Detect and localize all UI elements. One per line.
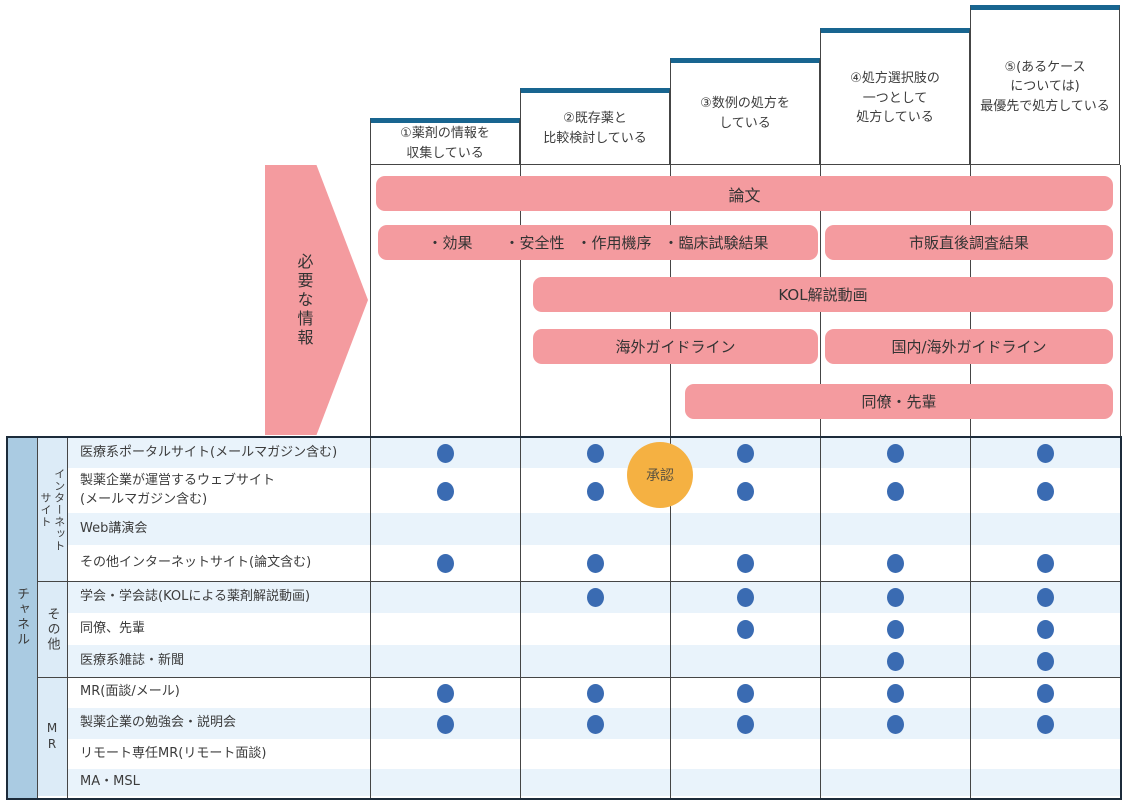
dot-marker xyxy=(437,684,454,703)
channel-header-cell: チャネル xyxy=(6,436,37,798)
dot-marker xyxy=(737,684,754,703)
dot-marker xyxy=(437,482,454,501)
table-vline xyxy=(520,436,521,798)
info-bar: KOL解説動画 xyxy=(533,277,1113,312)
dot-marker xyxy=(737,444,754,463)
table-vline xyxy=(37,436,38,798)
table-row-stripe xyxy=(38,513,1120,545)
stage-header-1: ①薬剤の情報を 収集している xyxy=(370,118,520,165)
dot-marker xyxy=(587,482,604,501)
channel-row-label: Web講演会 xyxy=(80,520,148,536)
table-row-stripe xyxy=(38,645,1120,677)
dot-marker xyxy=(1037,444,1054,463)
dot-marker xyxy=(887,715,904,734)
stage-header-4: ④処方選択肢の 一つとして 処方している xyxy=(820,28,970,165)
dot-marker xyxy=(1037,482,1054,501)
channel-row-label: 同僚、先輩 xyxy=(80,620,146,636)
stage-header-3: ③数例の処方を している xyxy=(670,58,820,165)
table-group-divider xyxy=(37,581,1120,582)
channel-row-label: 医療系ポータルサイト(メールマガジン含む) xyxy=(80,444,338,460)
channel-row-label: MR(面談/メール) xyxy=(80,684,180,700)
dot-marker xyxy=(737,715,754,734)
channel-row-label: MA・MSL xyxy=(80,774,140,790)
channel-row-label: 学会・学会誌(KOLによる薬剤解説動画) xyxy=(80,588,311,604)
required-info-arrow: 必要な情報 xyxy=(265,165,368,435)
grid-vline xyxy=(370,165,371,438)
info-bar-item: ・効果 xyxy=(427,234,473,252)
channel-group-2: MR xyxy=(37,677,67,796)
dot-marker xyxy=(887,482,904,501)
info-bar: ・効果 ・安全性・作用機序・臨床試験結果 xyxy=(378,225,818,260)
info-bar: 論文 xyxy=(376,176,1113,211)
dot-marker xyxy=(1037,554,1054,573)
info-bar: 同僚・先輩 xyxy=(685,384,1113,419)
info-bar-item: ・安全性 xyxy=(504,234,565,252)
table-row-stripe xyxy=(38,438,1120,468)
channel-row-label: リモート専任MR(リモート面談) xyxy=(80,745,267,761)
dot-marker xyxy=(1037,715,1054,734)
dot-marker xyxy=(587,444,604,463)
dot-marker xyxy=(437,715,454,734)
approval-badge: 承認 xyxy=(627,442,693,508)
dot-marker xyxy=(887,684,904,703)
info-bar: 国内/海外ガイドライン xyxy=(825,329,1113,364)
info-bar-item: ・作用機序 xyxy=(576,234,652,252)
dot-marker xyxy=(1037,684,1054,703)
channel-header-label: チャネル xyxy=(14,587,29,647)
stage-header-5: ⑤(あるケース については) 最優先で処方している xyxy=(970,5,1120,165)
table-row-stripe xyxy=(38,581,1120,613)
dot-marker xyxy=(437,444,454,463)
table-vline xyxy=(670,436,671,798)
dot-marker xyxy=(587,588,604,607)
dot-marker xyxy=(587,715,604,734)
dot-marker xyxy=(1037,588,1054,607)
channel-group-label: インターネット サイト xyxy=(39,467,66,552)
channel-row-label: 製薬企業が運営するウェブサイト (メールマガジン含む) xyxy=(80,473,276,507)
dot-marker xyxy=(737,554,754,573)
required-info-label: 必要な情報 xyxy=(294,252,314,348)
info-bar: 市販直後調査結果 xyxy=(825,225,1113,260)
channel-group-label: MR xyxy=(45,720,59,753)
dot-marker xyxy=(887,620,904,639)
info-bar-item: ・臨床試験結果 xyxy=(663,234,769,252)
grid-vline xyxy=(1120,165,1121,438)
dot-marker xyxy=(587,684,604,703)
channel-row-label: 医療系雑誌・新聞 xyxy=(80,652,185,668)
table-vline xyxy=(970,436,971,798)
table-vline xyxy=(820,436,821,798)
dot-marker xyxy=(887,588,904,607)
stage-header-2: ②既存薬と 比較検討している xyxy=(520,88,670,165)
approval-badge-label: 承認 xyxy=(646,468,674,484)
grid-vline xyxy=(520,165,521,438)
table-vline xyxy=(370,436,371,798)
dot-marker xyxy=(437,554,454,573)
channel-group-1: その他 xyxy=(37,581,67,677)
dot-marker xyxy=(1037,652,1054,671)
dot-marker xyxy=(587,554,604,573)
table-row-stripe xyxy=(38,769,1120,796)
dot-marker xyxy=(887,652,904,671)
table-vline xyxy=(67,436,68,798)
channel-row-label: その他インターネットサイト(論文含む) xyxy=(80,554,312,570)
dot-marker xyxy=(1037,620,1054,639)
dot-marker xyxy=(737,620,754,639)
info-bar: 海外ガイドライン xyxy=(533,329,818,364)
table-row-stripe xyxy=(38,708,1120,739)
dot-marker xyxy=(737,482,754,501)
channel-row-label: 製薬企業の勉強会・説明会 xyxy=(80,715,237,731)
channel-group-0: インターネット サイト xyxy=(37,438,67,581)
dot-marker xyxy=(737,588,754,607)
table-group-divider xyxy=(37,677,1120,678)
channel-group-label: その他 xyxy=(44,606,60,652)
dot-marker xyxy=(887,444,904,463)
dot-marker xyxy=(887,554,904,573)
